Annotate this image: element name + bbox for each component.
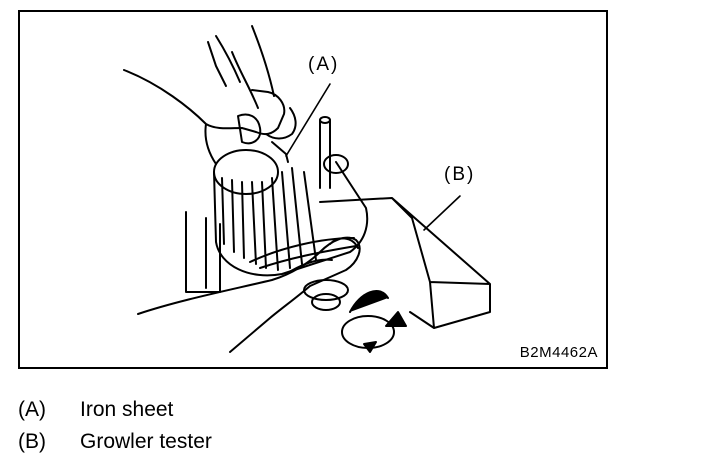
leader-line-b bbox=[423, 195, 461, 231]
legend-item-a: (A) Iron sheet bbox=[18, 394, 212, 426]
growler-base-block bbox=[185, 211, 221, 293]
legend-key-a: (A) bbox=[18, 398, 46, 421]
callout-a: (A) bbox=[308, 54, 340, 75]
upper-hand bbox=[123, 25, 297, 165]
armature-body bbox=[213, 161, 369, 277]
leader-line-a bbox=[285, 83, 331, 157]
post-washer bbox=[323, 154, 349, 174]
lower-hand bbox=[137, 236, 361, 353]
growler-tester-body bbox=[319, 197, 491, 329]
figure-code: B2M4462A bbox=[519, 344, 598, 361]
iron-sheet bbox=[271, 141, 289, 163]
legend-key-b: (B) bbox=[18, 430, 46, 453]
callout-b: (B) bbox=[444, 164, 476, 185]
armature-growler-illustration bbox=[123, 25, 491, 353]
legend-item-b: (B) Growler tester bbox=[18, 426, 212, 458]
legend-text-a: Iron sheet bbox=[80, 398, 174, 421]
armature-end bbox=[213, 149, 279, 195]
figure-frame: (A) (B) B2M4462A bbox=[18, 10, 608, 369]
legend-text-b: Growler tester bbox=[80, 430, 212, 453]
legend: (A) Iron sheet (B) Growler tester bbox=[18, 394, 212, 458]
